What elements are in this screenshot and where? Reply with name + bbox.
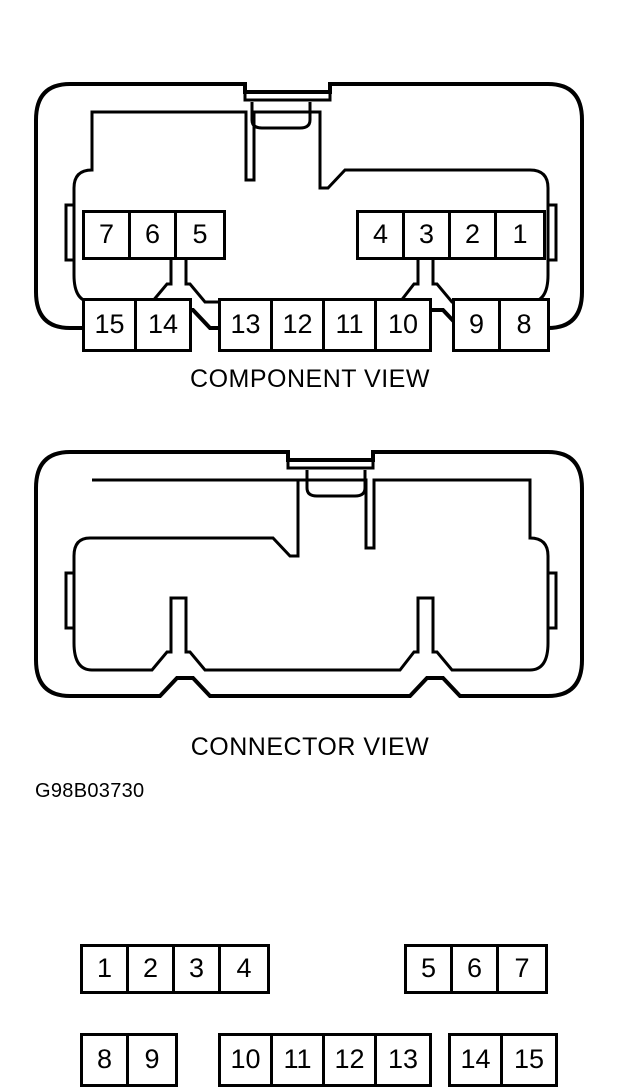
pin-cell[interactable]: 13 <box>221 301 273 349</box>
pin-cell[interactable]: 7 <box>85 213 131 257</box>
component-view-top-left-block: 7 6 5 <box>82 210 226 260</box>
latch-bar <box>286 460 375 470</box>
latch-tab <box>250 102 312 130</box>
pin-cell[interactable]: 10 <box>377 301 429 349</box>
component-view-figure: 7 6 5 4 3 2 1 15 14 13 12 11 10 9 8 COMP… <box>0 70 620 400</box>
pin-cell[interactable]: 15 <box>503 1036 555 1084</box>
pin-cell[interactable]: 1 <box>497 213 543 257</box>
housing-inner-shell <box>72 110 550 304</box>
pin-cell[interactable]: 15 <box>85 301 137 349</box>
left-keyway-notch <box>64 571 74 630</box>
figure-id-label: G98B03730 <box>35 780 145 802</box>
component-view-caption: COMPONENT VIEW <box>190 365 430 393</box>
latch-bar <box>243 92 332 102</box>
connector-view-bottom-left-block: 8 9 <box>80 1033 178 1087</box>
connector-view-housing <box>34 450 584 698</box>
latch-tab <box>305 470 367 498</box>
pin-cell[interactable]: 4 <box>359 213 405 257</box>
pin-cell[interactable]: 1 <box>83 947 129 991</box>
connector-pinout-diagram: 7 6 5 4 3 2 1 15 14 13 12 11 10 9 8 COMP… <box>0 70 620 1087</box>
component-view-bottom-right-block: 9 8 <box>452 298 550 352</box>
pin-cell[interactable]: 9 <box>455 301 501 349</box>
pin-cell[interactable]: 11 <box>325 301 377 349</box>
pin-cell[interactable]: 14 <box>137 301 189 349</box>
pin-cell[interactable]: 6 <box>453 947 499 991</box>
pin-cell[interactable]: 5 <box>177 213 223 257</box>
connector-view-bottom-right-block: 14 15 <box>448 1033 558 1087</box>
pin-cell[interactable]: 8 <box>83 1036 129 1084</box>
pin-cell[interactable]: 3 <box>175 947 221 991</box>
right-keyway-notch <box>548 571 558 630</box>
pin-cell[interactable]: 11 <box>273 1036 325 1084</box>
pin-cell[interactable]: 2 <box>451 213 497 257</box>
pin-cell[interactable]: 14 <box>451 1036 503 1084</box>
housing-outer-shell <box>34 82 584 330</box>
component-view-top-right-block: 4 3 2 1 <box>356 210 546 260</box>
pin-cell[interactable]: 13 <box>377 1036 429 1084</box>
pin-cell[interactable]: 10 <box>221 1036 273 1084</box>
connector-view-caption: CONNECTOR VIEW <box>190 733 430 761</box>
component-view-bottom-center-block: 13 12 11 10 <box>218 298 432 352</box>
right-keyway-notch <box>548 203 558 262</box>
housing-inner-shell <box>72 478 550 672</box>
left-keyway-notch <box>64 203 74 262</box>
pin-cell[interactable]: 6 <box>131 213 177 257</box>
pin-cell[interactable]: 12 <box>273 301 325 349</box>
component-view-housing <box>34 82 584 330</box>
connector-view-top-left-block: 1 2 3 4 <box>80 944 270 994</box>
component-view-bottom-left-block: 15 14 <box>82 298 192 352</box>
pin-cell[interactable]: 2 <box>129 947 175 991</box>
pin-cell[interactable]: 12 <box>325 1036 377 1084</box>
pin-cell[interactable]: 3 <box>405 213 451 257</box>
connector-view-bottom-center-block: 10 11 12 13 <box>218 1033 432 1087</box>
connector-view-figure: 1 2 3 4 5 6 7 8 9 10 11 12 13 14 15 CONN… <box>0 438 620 1087</box>
connector-view-top-right-block: 5 6 7 <box>404 944 548 994</box>
pin-cell[interactable]: 4 <box>221 947 267 991</box>
pin-cell[interactable]: 8 <box>501 301 547 349</box>
pin-cell[interactable]: 5 <box>407 947 453 991</box>
pin-cell[interactable]: 9 <box>129 1036 175 1084</box>
housing-outer-shell <box>34 450 584 698</box>
pin-cell[interactable]: 7 <box>499 947 545 991</box>
